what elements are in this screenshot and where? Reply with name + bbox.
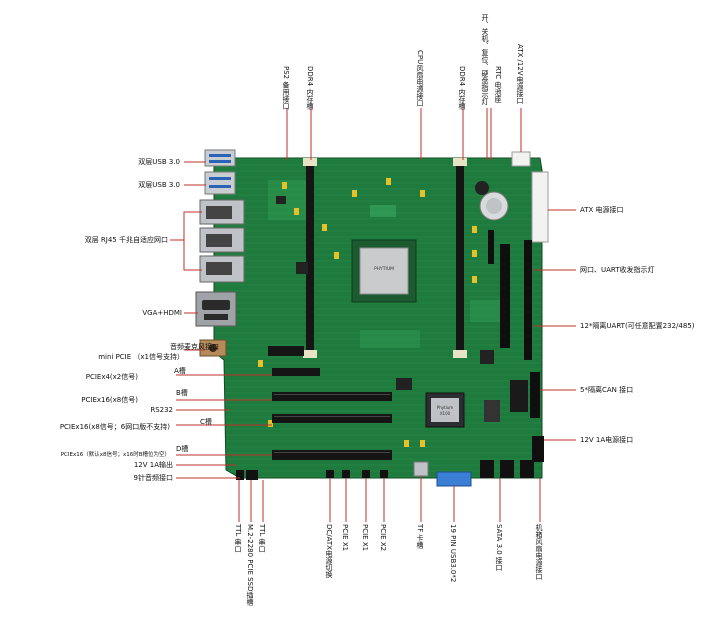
mini-pcie-slot xyxy=(268,346,304,356)
label-slot-d: D槽 xyxy=(176,445,189,453)
rtc-battery xyxy=(475,181,509,221)
dimm-slot-right xyxy=(453,158,467,358)
audio-jacks xyxy=(199,339,227,357)
label-slot-d-desc: PCIEx16（默认x8信号；x16时B槽位为空） xyxy=(60,452,170,458)
dimm-slot-left xyxy=(303,158,317,358)
label-dc-out: 12V 1A输出 xyxy=(133,461,173,469)
rj45-stack xyxy=(199,199,245,283)
capacitors xyxy=(258,178,477,447)
label-sata: SATA 3.0 接口 xyxy=(495,524,503,571)
bottom-jumpers xyxy=(236,470,388,480)
label-slot-b-desc: PCIEx16(x8信号) xyxy=(81,396,138,404)
label-ttl-a: TTL 串口 xyxy=(234,524,242,553)
label-power-switch: 开、关机、复位、硬盘指示灯 xyxy=(481,14,489,105)
label-audio: 音频麦克风接口 xyxy=(170,343,219,351)
label-rj45: 双层 RJ45 千兆自适应网口 xyxy=(84,236,168,244)
label-rs232: RS232 xyxy=(150,406,173,414)
label-usb-mid: 双层USB 3.0 xyxy=(138,181,180,189)
label-dc-in: 12V 1A电源接口 xyxy=(580,436,634,444)
label-slot-a-desc: PCIEx4(x2信号) xyxy=(85,373,138,381)
leader-lines xyxy=(170,108,576,522)
label-pcie-x1-b: PCIE X1 xyxy=(361,524,369,552)
label-ps2: PS2 备用接口 xyxy=(282,66,290,110)
usb-stack-top xyxy=(204,149,236,167)
label-pcie-x1-a: PCIE X1 xyxy=(341,524,349,552)
label-audio-9pin: 9针音频接口 xyxy=(133,474,173,482)
bridge-chip-text-2: X100 xyxy=(440,411,451,416)
uart-headers xyxy=(488,230,544,462)
tf-slot xyxy=(413,461,429,477)
bridge-chip: Phytium X100 xyxy=(425,392,465,428)
label-can: 5*隔离CAN 接口 xyxy=(580,386,634,394)
misc-chips xyxy=(276,196,528,422)
label-uart-12: 12*隔离UART(可任意配置232/485) xyxy=(580,322,695,330)
label-mini-pcie: mini PCIE （x1信号支持） xyxy=(98,353,184,361)
label-ttl-b: TTL 串口 xyxy=(258,524,266,553)
label-slot-b: B槽 xyxy=(176,389,188,397)
label-ddr-left: DDR4 内存槽 xyxy=(306,66,314,110)
pcie-slots xyxy=(272,368,392,460)
label-usb-header: 19 PIN USB3.0*2 xyxy=(449,524,457,583)
label-rtc: RTC 电池座 xyxy=(494,66,502,103)
label-slot-c: C槽 xyxy=(200,418,212,426)
label-dc-atx: DC/ATX电源切换 xyxy=(325,524,333,578)
label-tf: TF 卡槽 xyxy=(416,524,424,549)
label-vga-hdmi: VGA+HDMI xyxy=(142,309,182,317)
cpu-package: PHYTIUM xyxy=(351,239,417,303)
atx-12v xyxy=(511,151,531,167)
usb3-header xyxy=(436,471,472,487)
label-cpu-fan: CPU风扇电源接口 xyxy=(416,50,424,107)
sata-ports xyxy=(480,460,534,478)
label-atx-power: ATX 电源接口 xyxy=(580,206,624,214)
vga-hdmi-port xyxy=(195,291,237,327)
cpu-die-text: PHYTIUM xyxy=(374,266,394,272)
label-usb-top: 双层USB 3.0 xyxy=(138,158,180,166)
label-pcie-x2: PCIE X2 xyxy=(379,524,387,552)
label-slot-c-desc: PCIEx16(x8信号；6网口版不支持) xyxy=(59,423,170,431)
label-uart-led: 网口、UART收发指示灯 xyxy=(580,266,655,274)
label-m2: M.2-2280 PCIE SSD插槽 xyxy=(246,524,254,606)
usb-stack-mid xyxy=(204,171,236,195)
label-ddr-right: DDR4 内存槽 xyxy=(458,66,466,110)
label-atx-12v: ATX /12V电源接口 xyxy=(516,44,524,104)
label-sys-fan: 机箱风扇电源接口 xyxy=(535,524,543,580)
bridge-chip-text-1: Phytium xyxy=(437,405,454,410)
atx-24pin xyxy=(531,171,549,243)
label-slot-a: A槽 xyxy=(174,367,186,375)
